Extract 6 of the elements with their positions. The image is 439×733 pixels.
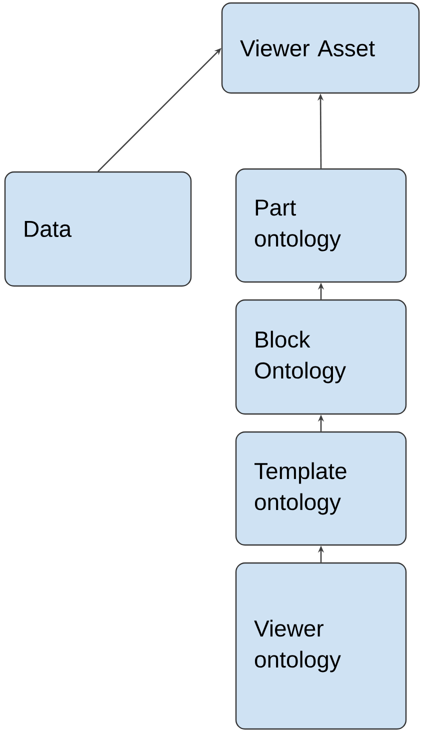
process-box: Data <box>4 171 192 287</box>
process-box: Viewer ontology <box>235 562 407 730</box>
process-box: Template ontology <box>235 431 407 546</box>
process-box: Viewer Asset <box>221 2 420 94</box>
process-box: Part ontology <box>235 168 407 283</box>
process-box: Block Ontology <box>235 299 407 415</box>
